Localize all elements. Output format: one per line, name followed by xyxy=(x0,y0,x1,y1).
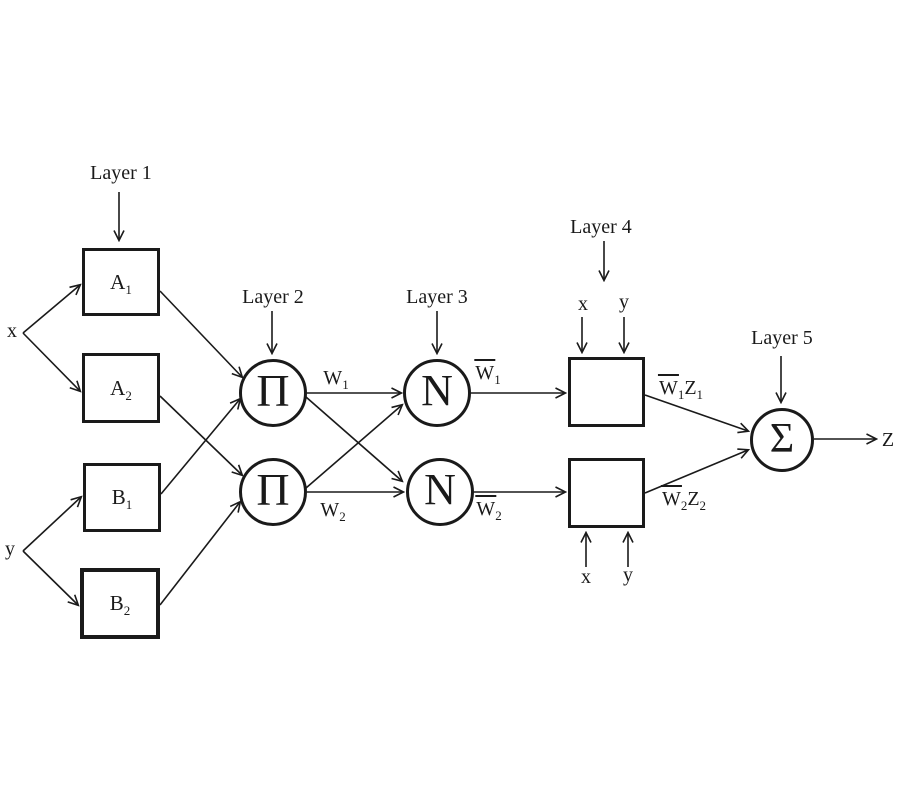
layer1-caption: Layer 1 xyxy=(90,162,152,184)
input-x-left: x xyxy=(7,320,17,342)
edge-label-w1z1: W1Z1 xyxy=(657,374,704,402)
input-y-left: y xyxy=(5,538,15,560)
node-a2-label: A2 xyxy=(110,375,132,403)
edge-b2-pi2 xyxy=(159,502,240,606)
input-y-top: y xyxy=(619,291,629,313)
edge-label-w1: W1 xyxy=(323,367,349,392)
node-pi2-symbol: Π xyxy=(256,464,290,515)
edge-b1-pi1 xyxy=(160,399,240,495)
node-a1: A1 xyxy=(82,248,160,316)
node-b2-label: B2 xyxy=(109,591,131,619)
edge-x-a2 xyxy=(22,332,80,391)
edge-a2-pi2 xyxy=(159,395,242,475)
edge-label-w2z2: W2Z2 xyxy=(660,485,707,513)
edge-label-w2: W2 xyxy=(320,499,346,524)
node-pi1-symbol: Π xyxy=(256,365,290,416)
input-x-bottom: x xyxy=(581,566,591,588)
node-sum: Σ xyxy=(750,408,814,472)
node-pi1: Π xyxy=(239,359,307,427)
edge-pi2-n1 xyxy=(305,405,402,489)
edge-label-wbar2: W2 xyxy=(475,495,502,523)
node-pi2: Π xyxy=(239,458,307,526)
input-y-bottom: y xyxy=(623,564,633,586)
edge-y-b2 xyxy=(22,550,78,605)
output-z-label: Z xyxy=(881,429,895,451)
node-n2: N xyxy=(406,458,474,526)
layer2-caption: Layer 2 xyxy=(242,286,304,308)
node-a2: A2 xyxy=(82,353,160,423)
layer4-box-2 xyxy=(568,458,645,528)
edge-a1-pi1 xyxy=(159,290,242,377)
layer5-caption: Layer 5 xyxy=(751,327,813,349)
edge-pi1-n2 xyxy=(305,396,402,481)
input-x-top: x xyxy=(578,293,588,315)
edge-box1-sum xyxy=(644,394,748,431)
edge-label-wbar1: W1 xyxy=(474,359,501,387)
layer3-caption: Layer 3 xyxy=(406,286,468,308)
node-b1-label: B1 xyxy=(111,485,133,513)
node-n2-symbol: N xyxy=(424,465,456,514)
layer4-box-1 xyxy=(568,357,645,427)
node-a1-label: A1 xyxy=(110,269,132,297)
node-n1: N xyxy=(403,359,471,427)
node-n1-symbol: N xyxy=(421,366,453,415)
node-sum-symbol: Σ xyxy=(769,415,795,462)
layer4-caption: Layer 4 xyxy=(570,216,632,238)
edge-y-b1 xyxy=(22,497,81,552)
node-b1: B1 xyxy=(83,463,161,532)
node-b2: B2 xyxy=(80,568,160,639)
edge-x-a1 xyxy=(22,285,80,334)
